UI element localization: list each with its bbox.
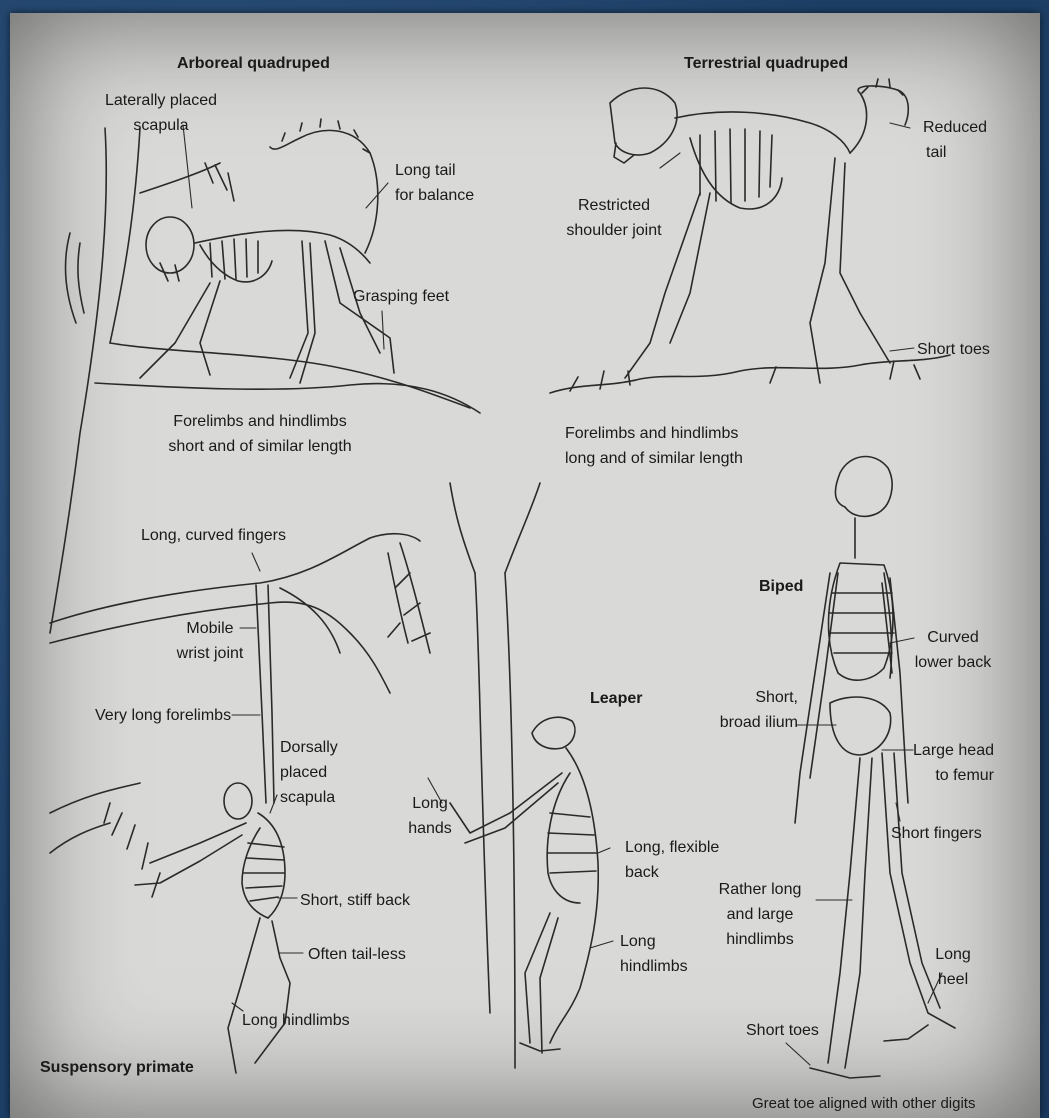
suspensory-long-hindlimbs-label: Long hindlimbs	[242, 1008, 350, 1033]
terrestrial-limbs-label: Forelimbs and hindlimbs long and of simi…	[565, 421, 743, 471]
laterally-placed-scapula-label: Laterally placed scapula	[81, 88, 241, 138]
long-tail-label: Long tail for balance	[395, 158, 474, 208]
biped-title: Biped	[759, 574, 803, 599]
arboreal-quadruped-title: Arboreal quadruped	[177, 51, 330, 76]
biped-short-toes-label: Short toes	[746, 1018, 819, 1043]
long-hands-label: Long hands	[402, 791, 458, 841]
terrestrial-short-toes-label: Short toes	[917, 337, 990, 362]
dorsally-placed-scapula-label: Dorsally placed scapula	[280, 735, 338, 810]
leaper-long-hindlimbs-label: Long hindlimbs	[620, 929, 688, 979]
mobile-wrist-joint-label: Mobile wrist joint	[160, 616, 260, 666]
long-heel-label: Long heel	[928, 942, 978, 992]
short-stiff-back-label: Short, stiff back	[300, 888, 410, 913]
very-long-forelimbs-label: Very long forelimbs	[95, 703, 231, 728]
grasping-feet-label: Grasping feet	[353, 284, 449, 309]
curved-lower-back-label: Curved lower back	[906, 625, 1000, 675]
large-head-femur-label: Large head to femur	[898, 738, 994, 788]
arboreal-skeleton	[140, 119, 394, 383]
restricted-shoulder-label: Restricted shoulder joint	[544, 193, 684, 243]
leaper-title: Leaper	[590, 686, 642, 711]
biped-short-fingers-label: Short fingers	[891, 821, 982, 846]
figure-panel: Arboreal quadruped Laterally placed scap…	[10, 13, 1040, 1118]
leaper-skeleton	[450, 717, 598, 1053]
short-broad-ilium-label: Short, broad ilium	[700, 685, 798, 735]
reduced-tail-label: Reduced tail	[923, 115, 987, 165]
label-leader-lines	[183, 123, 942, 1065]
terrestrial-quadruped-title: Terrestrial quadruped	[684, 51, 848, 76]
long-curved-fingers-label: Long, curved fingers	[141, 523, 286, 548]
often-tail-less-label: Often tail-less	[308, 942, 406, 967]
suspensory-primate-title: Suspensory primate	[40, 1055, 194, 1080]
great-toe-aligned-label: Great toe aligned with other digits	[752, 1094, 975, 1114]
primate-locomotion-illustration	[10, 13, 1040, 1118]
rather-long-hindlimbs-label: Rather long and large hindlimbs	[704, 877, 816, 952]
arboreal-limbs-label: Forelimbs and hindlimbs short and of sim…	[140, 409, 380, 459]
